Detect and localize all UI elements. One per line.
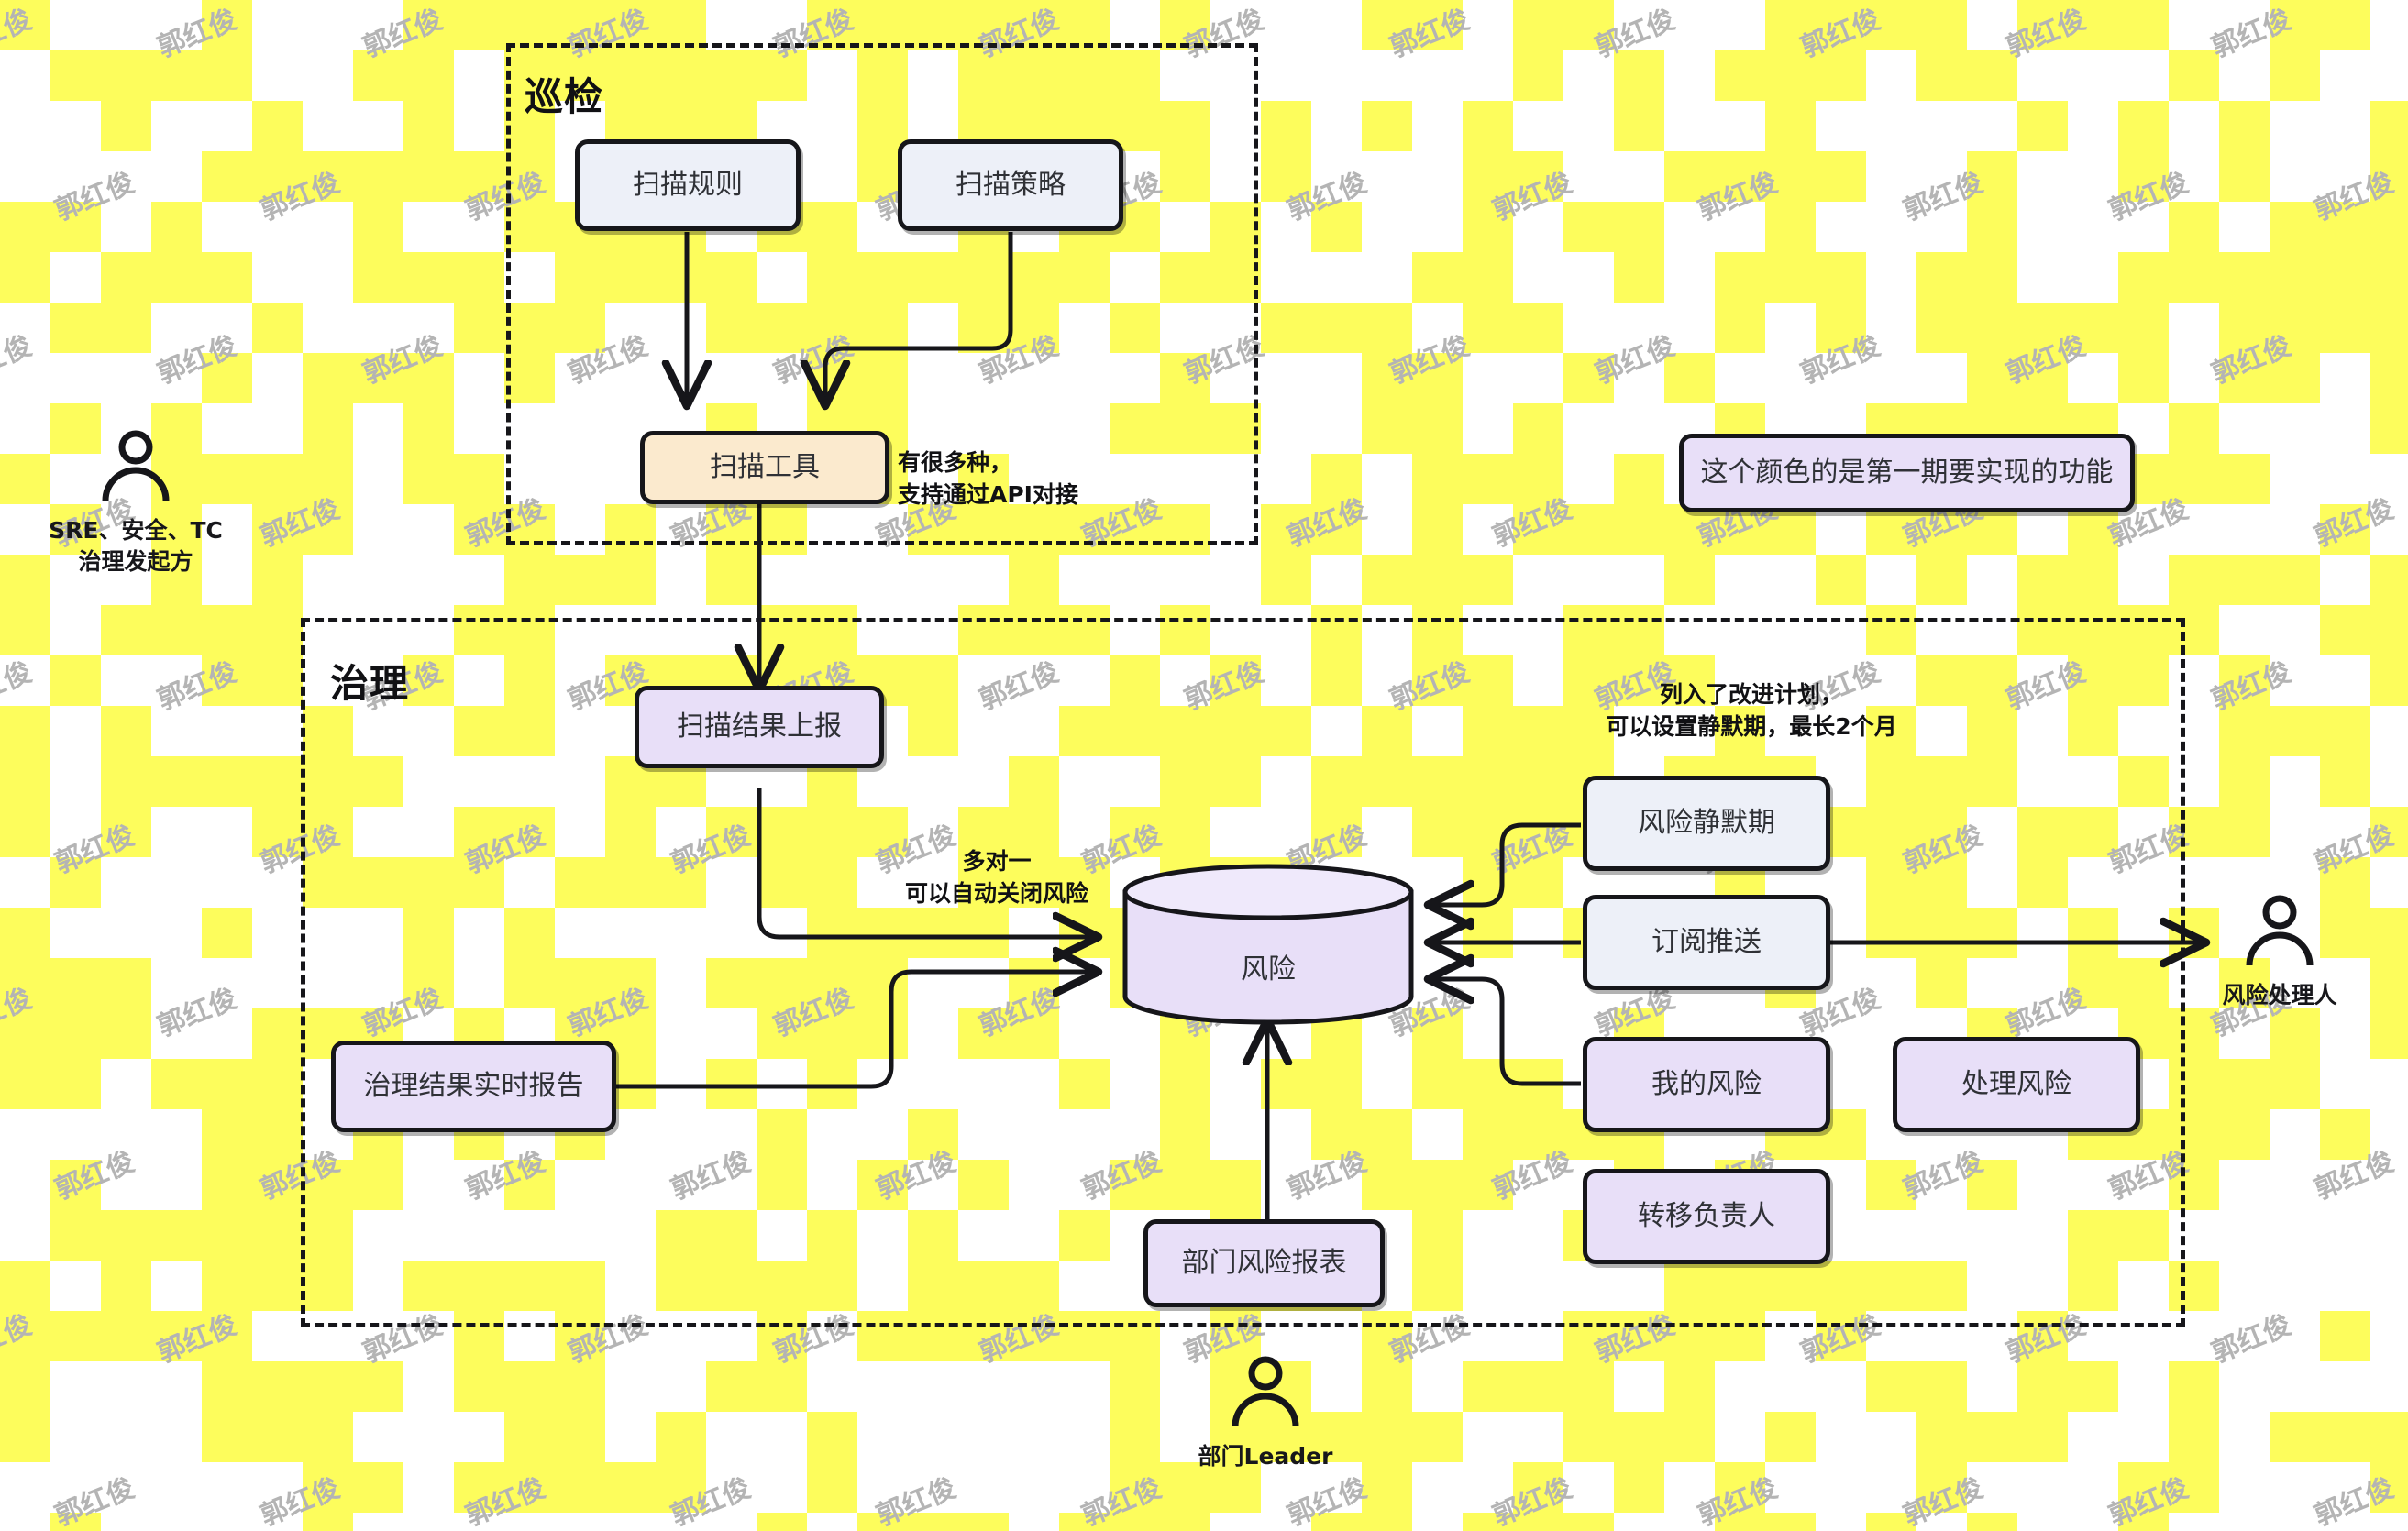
node-risk-silence[interactable]: 风险静默期 [1583, 776, 1830, 871]
datastore-risk[interactable]: 风险 [1121, 862, 1416, 1027]
actor-risk-handler-label: 风险处理人 [2222, 982, 2337, 1008]
note-many-to-one: 多对一 可以自动关闭风险 [904, 848, 1088, 907]
actor-initiator[interactable]: SRE、安全、TC 治理发起方 [18, 429, 253, 578]
node-risk-silence-label: 风险静默期 [1638, 808, 1775, 839]
node-scan-tool-label: 扫描工具 [710, 452, 820, 483]
node-legend: 这个颜色的是第一期要实现的功能 [1679, 434, 2135, 512]
node-scan-tool[interactable]: 扫描工具 [640, 431, 889, 504]
node-subscribe-push[interactable]: 订阅推送 [1583, 895, 1830, 990]
actor-dept-leader-label: 部门Leader [1198, 1443, 1333, 1470]
node-dept-report[interactable]: 部门风险报表 [1143, 1219, 1385, 1307]
actor-initiator-label: SRE、安全、TC 治理发起方 [49, 517, 223, 575]
node-my-risk-label: 我的风险 [1651, 1069, 1762, 1100]
node-dept-report-label: 部门风险报表 [1181, 1248, 1347, 1279]
actor-dept-leader[interactable]: 部门Leader [1151, 1355, 1380, 1472]
node-scan-report-label: 扫描结果上报 [677, 711, 842, 743]
actor-risk-handler[interactable]: 风险处理人 [2190, 894, 2369, 1011]
node-gov-report[interactable]: 治理结果实时报告 [331, 1041, 616, 1132]
person-icon [2246, 895, 2314, 966]
node-scan-policy-label: 扫描策略 [955, 170, 1066, 201]
node-scan-policy[interactable]: 扫描策略 [898, 139, 1123, 231]
note-silence-period: 列入了改进计划， 可以设置静默期，最长2个月 [1606, 681, 1897, 740]
node-handle-risk-label: 处理风险 [1961, 1069, 2071, 1100]
node-scan-rule-label: 扫描规则 [633, 170, 743, 201]
node-legend-label: 这个颜色的是第一期要实现的功能 [1700, 457, 2114, 489]
group-inspection-title: 巡检 [525, 74, 604, 119]
person-icon [1232, 1356, 1299, 1427]
node-gov-report-label: 治理结果实时报告 [363, 1071, 584, 1102]
note-api: 有很多种， 支持通过API对接 [898, 449, 1078, 508]
person-icon [102, 430, 170, 501]
node-my-risk[interactable]: 我的风险 [1583, 1037, 1830, 1132]
group-governance-title: 治理 [330, 661, 410, 706]
node-transfer-owner[interactable]: 转移负责人 [1583, 1169, 1830, 1264]
node-scan-rule[interactable]: 扫描规则 [575, 139, 801, 231]
node-transfer-owner-label: 转移负责人 [1638, 1201, 1775, 1232]
node-subscribe-push-label: 订阅推送 [1651, 927, 1762, 958]
node-handle-risk[interactable]: 处理风险 [1893, 1037, 2140, 1132]
node-scan-report[interactable]: 扫描结果上报 [635, 686, 884, 768]
